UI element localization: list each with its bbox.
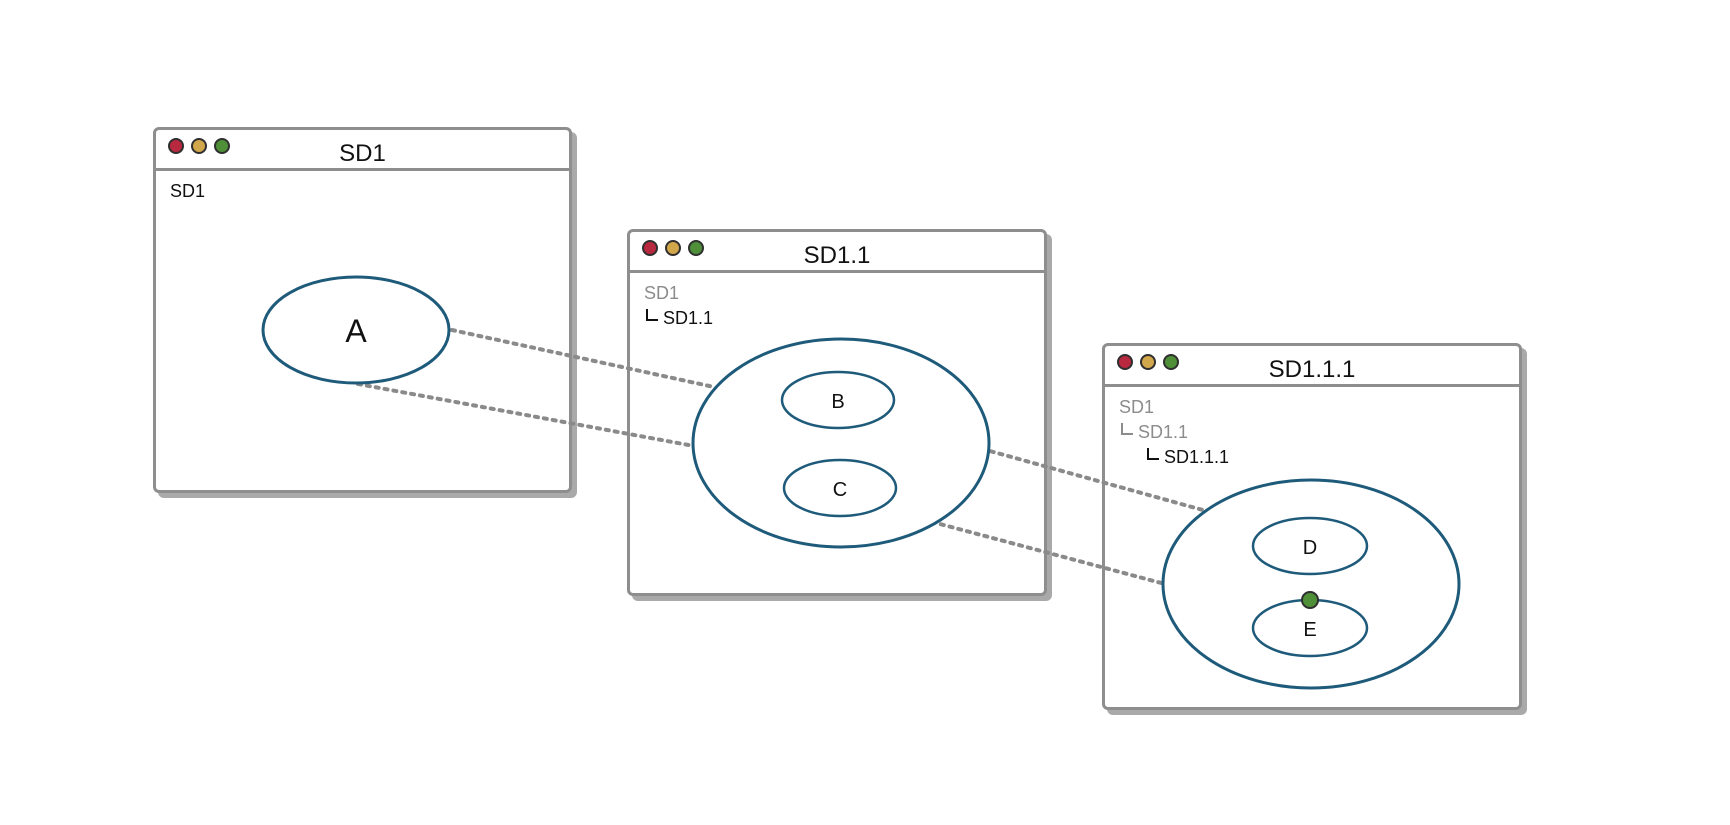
minimize-icon[interactable] <box>191 138 207 154</box>
breadcrumb-item-sd1[interactable]: SD1 <box>170 181 206 201</box>
breadcrumb-label: SD1.1 <box>1138 422 1189 442</box>
titlebar-sd1-1[interactable]: SD1.1 <box>630 232 1044 273</box>
tree-elbow-icon <box>1147 448 1159 460</box>
breadcrumb-label: SD1.1 <box>663 308 714 328</box>
breadcrumb-label: SD1.1.1 <box>1164 447 1230 467</box>
window-title: SD1.1.1 <box>1268 356 1356 383</box>
maximize-icon[interactable] <box>688 240 704 256</box>
window-sd1-1-1: SD1.1.1 SD1 SD1.1 SD1.1.1 <box>1102 343 1522 710</box>
breadcrumb-item-sd1[interactable]: SD1 <box>1119 397 1155 417</box>
titlebar-sd1[interactable]: SD1 <box>156 130 569 171</box>
window-title: SD1 <box>339 140 386 167</box>
minimize-icon[interactable] <box>1140 354 1156 370</box>
tree-elbow-icon <box>646 309 658 321</box>
breadcrumb-item-sd1[interactable]: SD1 <box>644 283 680 303</box>
minimize-icon[interactable] <box>665 240 681 256</box>
window-sd1: SD1 SD1 <box>153 127 572 493</box>
maximize-icon[interactable] <box>214 138 230 154</box>
window-sd1-1: SD1.1 SD1 SD1.1 <box>627 229 1047 596</box>
close-icon[interactable] <box>642 240 658 256</box>
breadcrumb-item-sd1-1[interactable]: SD1.1 <box>1121 421 1188 443</box>
titlebar-sd1-1-1[interactable]: SD1.1.1 <box>1105 346 1519 387</box>
maximize-icon[interactable] <box>1163 354 1179 370</box>
close-icon[interactable] <box>168 138 184 154</box>
window-title: SD1.1 <box>803 242 871 269</box>
breadcrumb-item-sd1-1[interactable]: SD1.1 <box>646 307 713 329</box>
close-icon[interactable] <box>1117 354 1133 370</box>
tree-elbow-icon <box>1121 423 1133 435</box>
breadcrumb-item-sd1-1-1[interactable]: SD1.1.1 <box>1147 446 1229 468</box>
